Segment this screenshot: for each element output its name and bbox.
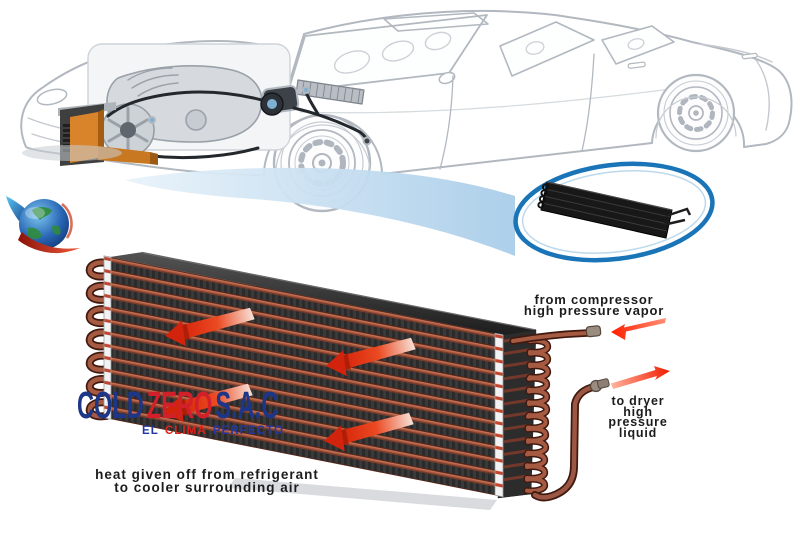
ac-compressor [260,85,300,116]
globe-swoosh-icon [6,196,80,254]
condenser-diagram [90,252,670,510]
heat-label-line2: to cooler surrounding air [114,479,300,495]
outlet-tube [531,378,610,502]
company-word-cold: COLD [77,385,144,427]
tagline-word-clima: CLIMA [164,425,207,437]
door-handle-front [627,61,646,69]
company-word-zero: ZERO [146,385,213,427]
condenser-top-face [110,252,536,335]
cold-zero-logo: COLDZEROS.A.C EL CLIMA PERFECTO [0,184,330,437]
windshield [287,14,488,93]
front-shadow [22,145,122,161]
diagram-shadow [228,478,497,510]
sunroof [383,12,489,32]
left-end-plate [103,255,112,420]
outlet-flow-arrow [611,366,670,389]
company-name: COLDZEROS.A.C [77,387,281,425]
ground-shadow-and-beam [22,145,515,256]
car-line-art [20,9,793,213]
outlet-label: to dryer high pressure liquid [589,394,687,440]
outlet-label-line2: high [623,404,653,419]
inlet-flow-arrow [611,318,666,340]
front-seats [333,31,452,74]
tagline-word-el: EL [142,425,159,437]
right-return-bends [527,341,548,491]
headlight [36,88,68,106]
condenser-callout [513,161,715,263]
company-tagline: EL CLIMA PERFECTO [142,425,290,437]
company-word-sac: S.A.C [215,385,279,427]
door-handle-rear [741,52,758,60]
condenser-face [103,255,504,498]
right-end-plate [494,332,504,498]
mini-condenser-tubes [662,207,692,227]
heat-label: heat given off from refrigerant to coole… [42,467,372,495]
outlet-label-line3: pressure [608,415,668,429]
mini-condenser [537,181,692,239]
heat-label-line1: heat given off from refrigerant [95,467,319,482]
rear-door-window [601,25,675,65]
engine-bay [87,43,372,160]
magnify-beam [125,167,515,256]
front-door-window [499,21,595,77]
inlet-label-line2: high pressure vapor [523,303,665,318]
tagline-word-perfecto: PERFECTO [212,425,285,437]
outlet-label-line1: to dryer [611,394,665,408]
outlet-label-line4: liquid [618,425,658,440]
inlet-label-line1: from compressor [534,292,654,307]
inlet-tube [509,325,602,345]
rear-wheel [656,73,736,153]
side-mirror [438,71,456,85]
inlet-label: from compressor high pressure vapor [487,292,701,318]
